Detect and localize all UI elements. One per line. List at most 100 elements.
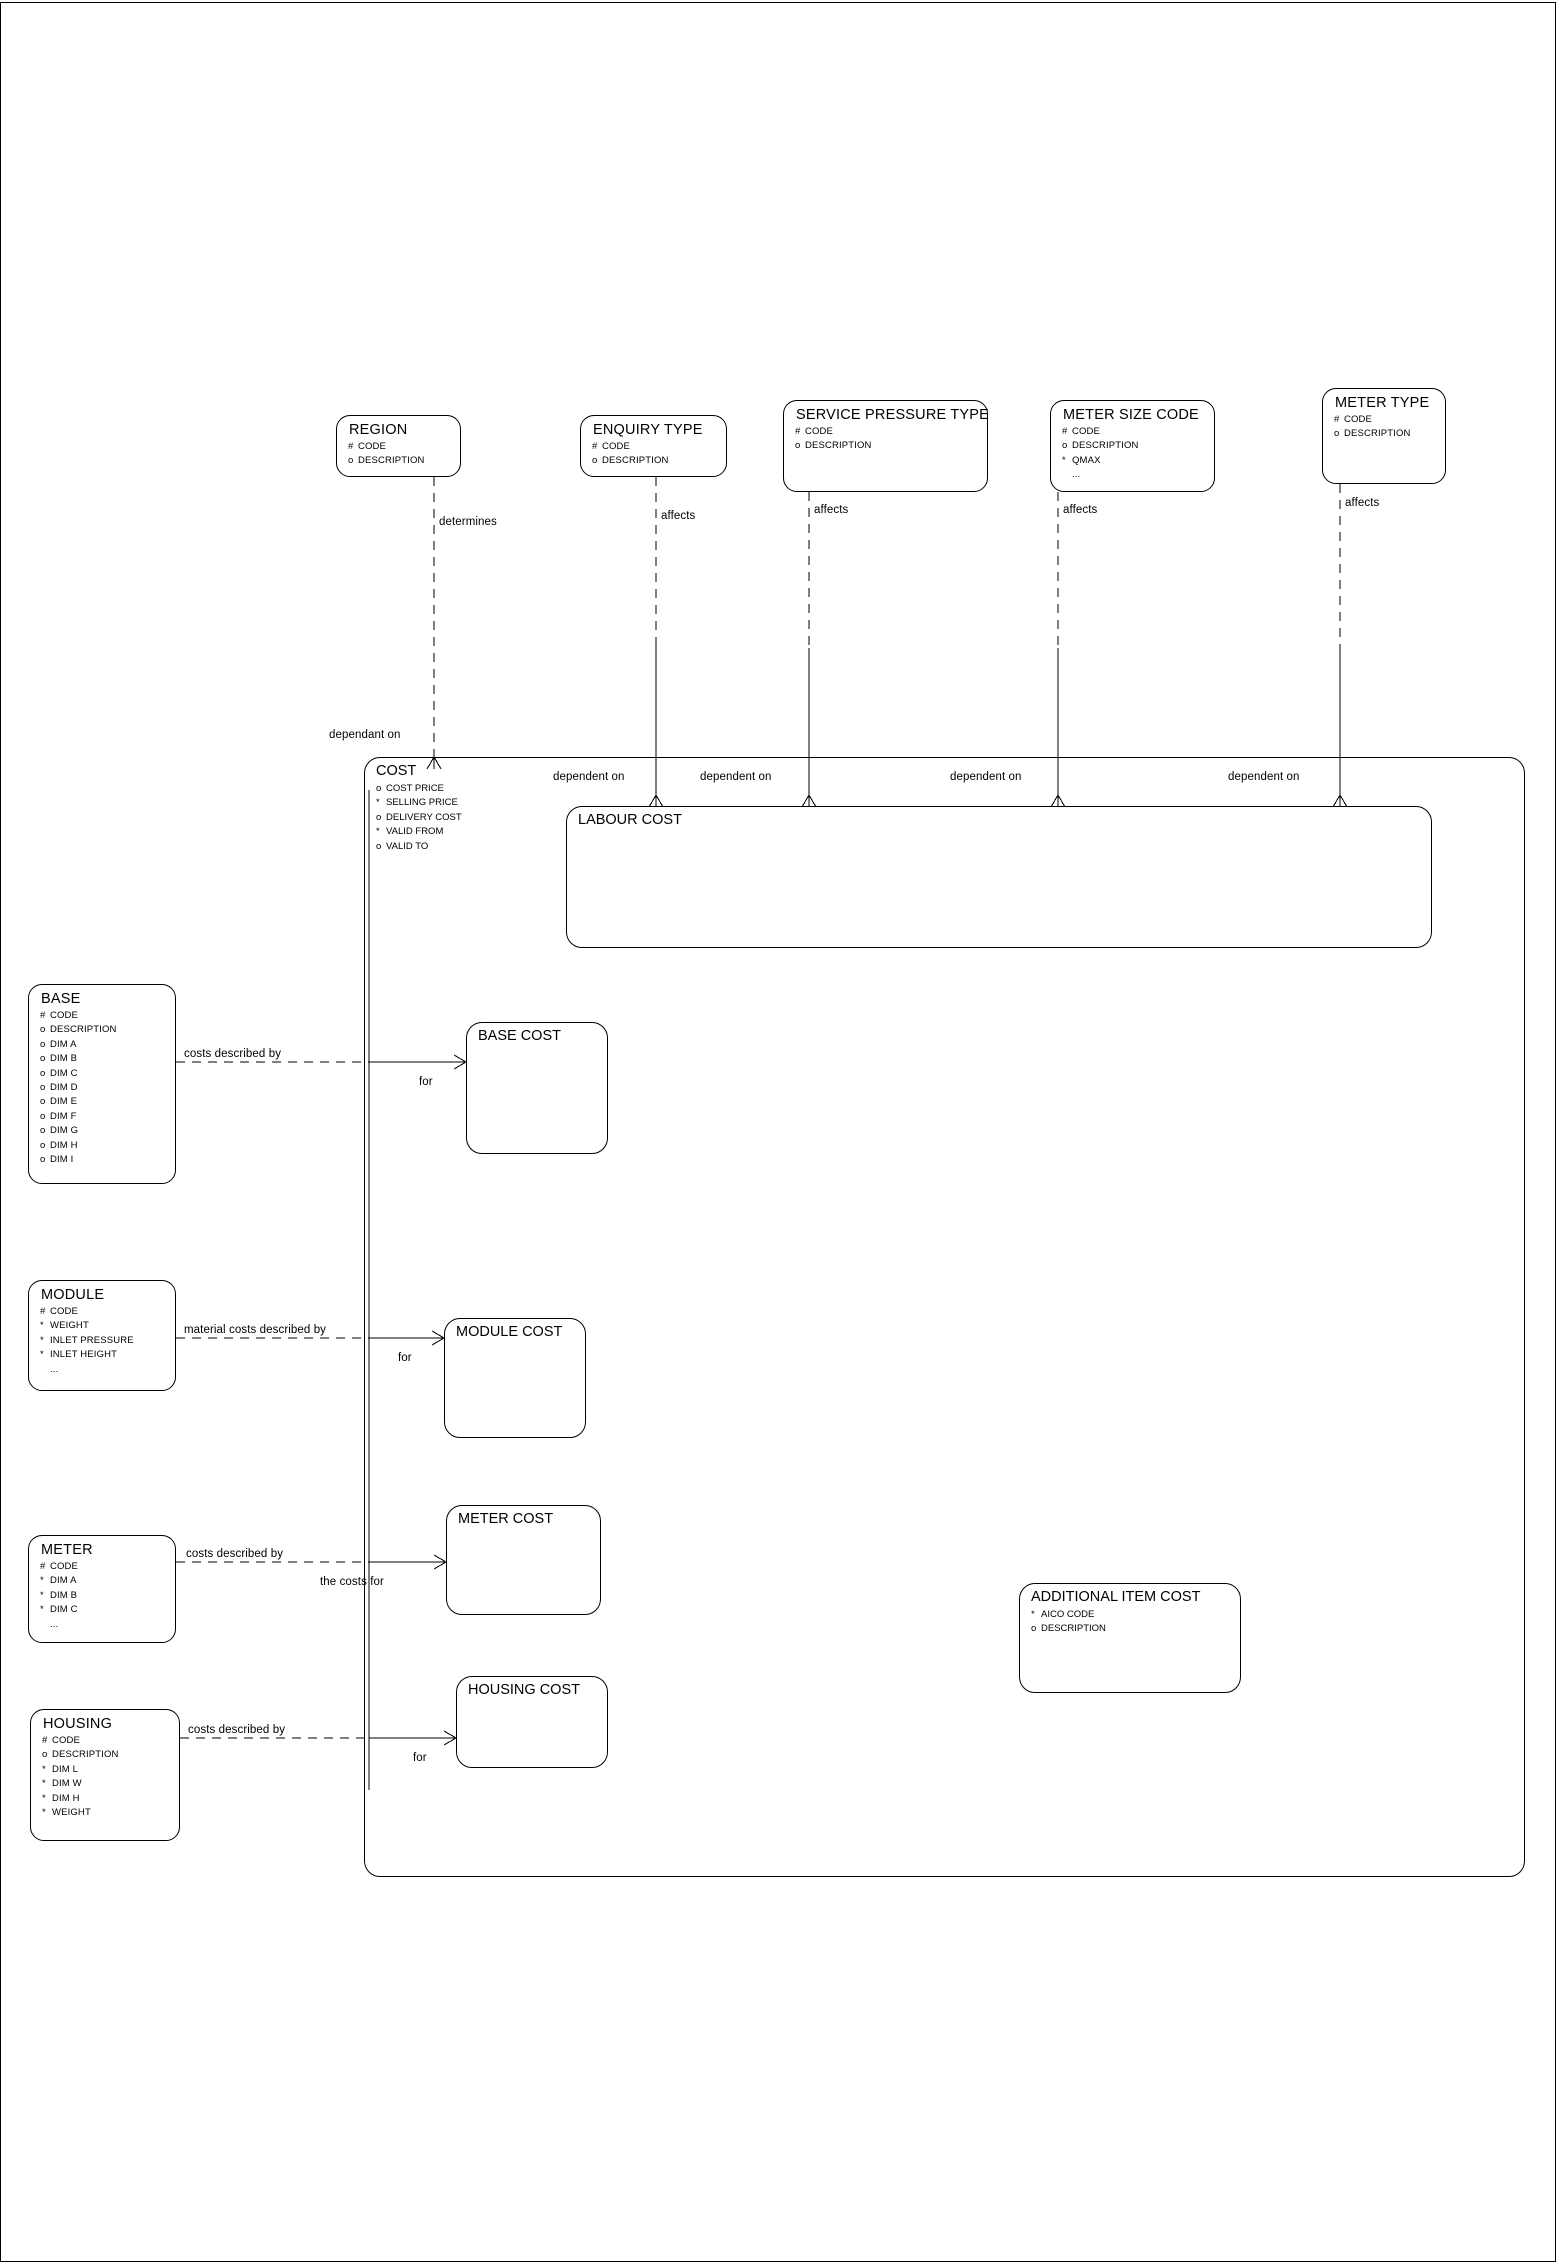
label-module-material-costs-described-by: material costs described by <box>184 1324 327 1336</box>
attribute-row: *WEIGHT <box>40 1320 89 1332</box>
entity-base-title: BASE <box>41 991 81 1007</box>
entity-module[interactable]: MODULE #CODE *WEIGHT *INLET PRESSURE *IN… <box>28 1280 176 1391</box>
attribute-row: *DIM H <box>42 1792 80 1804</box>
entity-meter[interactable]: METER #CODE *DIM A *DIM B *DIM C ... <box>28 1535 176 1643</box>
label-meter-costs-described-by: costs described by <box>186 1548 284 1560</box>
entity-module-cost-title: MODULE COST <box>456 1324 563 1340</box>
entity-housing-title: HOUSING <box>43 1716 113 1732</box>
entity-meter-attributes: #CODE *DIM A *DIM B *DIM C ... <box>40 1560 166 1632</box>
attribute-row: *VALID FROM <box>376 826 444 838</box>
label-enquiry-affects: affects <box>661 510 696 522</box>
entity-module-title: MODULE <box>41 1287 105 1303</box>
label-labour-dependent-on-1: dependent on <box>553 771 625 783</box>
attribute-row: #CODE <box>348 440 387 452</box>
entity-housing-cost-title: HOUSING COST <box>468 1682 580 1698</box>
entity-meter-size-code-title: METER SIZE CODE <box>1063 407 1199 423</box>
entity-base-cost[interactable]: BASE COST <box>466 1022 608 1154</box>
label-region-dependant-on: dependant on <box>329 729 401 741</box>
attribute-row: #CODE <box>1334 413 1373 425</box>
entity-housing-cost[interactable]: HOUSING COST <box>456 1676 608 1768</box>
attribute-row: ... <box>50 1618 59 1630</box>
attribute-row: *DIM B <box>40 1589 78 1601</box>
attribute-row: #CODE <box>1062 425 1101 437</box>
label-housing-for: for <box>413 1752 427 1764</box>
attribute-row: #CODE <box>40 1560 79 1572</box>
label-labour-dependent-on-4: dependent on <box>1228 771 1300 783</box>
entity-module-cost[interactable]: MODULE COST <box>444 1318 586 1438</box>
attribute-row: *DIM W <box>42 1778 82 1790</box>
label-module-for: for <box>398 1352 412 1364</box>
attribute-row: *WEIGHT <box>42 1806 91 1818</box>
entity-meter-title: METER <box>41 1542 93 1558</box>
attribute-row: *DIM A <box>40 1575 77 1587</box>
label-labour-dependent-on-3: dependent on <box>950 771 1022 783</box>
entity-labour-cost[interactable]: LABOUR COST <box>566 806 1432 948</box>
label-meter-the-costs-for: the costs for <box>320 1576 384 1588</box>
label-region-determines: determines <box>439 516 497 528</box>
attribute-row: #CODE <box>40 1009 79 1021</box>
attribute-row: ... <box>1072 469 1081 481</box>
entity-enquiry-type-title: ENQUIRY TYPE <box>593 422 703 438</box>
label-base-costs-described-by: costs described by <box>184 1048 282 1060</box>
attribute-row: *INLET PRESSURE <box>40 1334 134 1346</box>
attribute-row: *AICO CODE <box>1031 1609 1095 1620</box>
entity-service-pressure-type-title: SERVICE PRESSURE TYPE <box>796 407 990 423</box>
label-base-for: for <box>419 1076 433 1088</box>
attribute-row: ... <box>50 1363 59 1375</box>
attribute-row: #CODE <box>40 1305 79 1317</box>
label-labour-dependent-on-2: dependent on <box>700 771 772 783</box>
attribute-row: *INLET HEIGHT <box>40 1349 118 1361</box>
entity-cost-title: COST <box>376 763 417 779</box>
entity-base-cost-title: BASE COST <box>478 1028 561 1044</box>
entity-meter-cost-title: METER COST <box>458 1511 554 1527</box>
attribute-row: #CODE <box>795 425 834 437</box>
entity-meter-type-title: METER TYPE <box>1335 395 1430 411</box>
attribute-row: *QMAX <box>1062 454 1101 466</box>
attribute-row: *DIM C <box>40 1604 78 1616</box>
attribute-row: *DIM L <box>42 1763 79 1775</box>
entity-meter-cost[interactable]: METER COST <box>446 1505 601 1615</box>
label-meter-size-affects: affects <box>1063 504 1098 516</box>
label-service-pressure-affects: affects <box>814 504 849 516</box>
attribute-row: #CODE <box>42 1734 81 1746</box>
label-housing-costs-described-by: costs described by <box>188 1724 286 1736</box>
label-meter-type-affects: affects <box>1345 497 1380 509</box>
entity-region-title: REGION <box>349 422 408 438</box>
